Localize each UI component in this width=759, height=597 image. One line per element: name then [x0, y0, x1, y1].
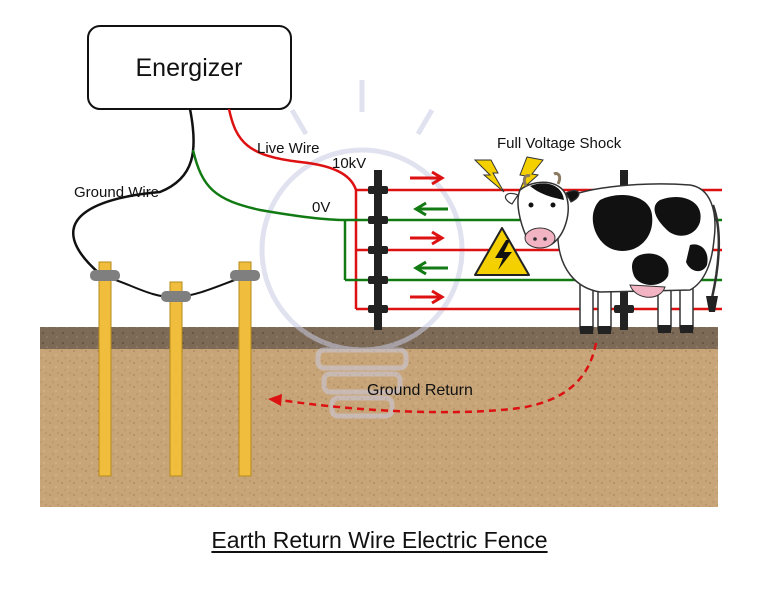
arrow-left-icon [268, 394, 282, 406]
ground-return-path [279, 342, 598, 414]
ground-rods [90, 261, 260, 477]
shock-label: Full Voltage Shock [497, 135, 622, 152]
fence-ground-lead [191, 149, 346, 222]
energizer-box [87, 25, 292, 110]
ground-wire [72, 108, 195, 275]
arrow-right-icon [410, 170, 445, 186]
ground-rod [169, 281, 183, 477]
arrow-left-icon [413, 260, 448, 276]
arrow-left-icon [413, 201, 448, 217]
ground-rod [98, 261, 112, 477]
soil-surface [40, 327, 718, 349]
zero-volt-label: 0V [312, 199, 330, 216]
watermark-bulb-icon [259, 80, 465, 419]
high-voltage-label: 10kV [332, 155, 366, 172]
ground-return-label: Ground Return [367, 382, 473, 399]
cow-icon [504, 172, 721, 334]
current-arrows [410, 170, 448, 305]
diagram-caption: Earth Return Wire Electric Fence [211, 527, 548, 553]
arrow-right-icon [410, 230, 445, 246]
ground-rod [238, 261, 252, 477]
live-wire-label: Live Wire [257, 140, 320, 157]
rod-clamp [161, 291, 191, 302]
rod-clamp [230, 270, 260, 281]
high-voltage-warning-icon [474, 227, 530, 276]
arrow-right-icon [410, 289, 445, 305]
rod-clamp [90, 270, 120, 281]
energizer-label: Energizer [136, 54, 243, 82]
ground-wire-label: Ground Wire [74, 184, 159, 201]
live-wire-lead [227, 108, 358, 191]
